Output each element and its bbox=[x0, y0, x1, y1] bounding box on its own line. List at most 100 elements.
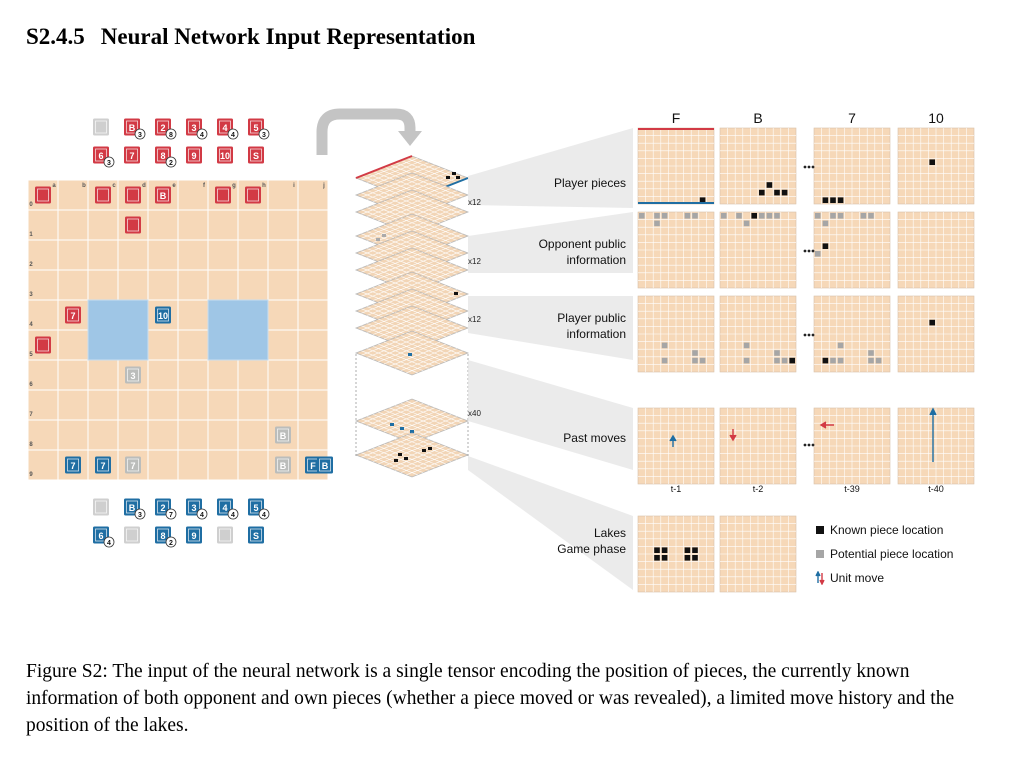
board-row-number: 9 bbox=[29, 472, 33, 478]
piece-frame bbox=[127, 458, 139, 472]
stack-count-opponent-public: x12 bbox=[468, 257, 481, 266]
past-move-t40 bbox=[897, 407, 975, 485]
count-badge bbox=[103, 156, 115, 168]
potential-cell bbox=[815, 251, 821, 257]
count-badge bbox=[196, 508, 208, 520]
layer-grid bbox=[406, 157, 463, 181]
layer-mark bbox=[390, 423, 394, 426]
potential-cell bbox=[743, 220, 750, 227]
layer-grid bbox=[400, 276, 457, 299]
layer-grid bbox=[389, 407, 446, 431]
layer-grid bbox=[383, 258, 441, 282]
layer-grid bbox=[400, 293, 457, 316]
board-column-letter: c bbox=[112, 183, 116, 189]
piece-frame bbox=[250, 120, 262, 134]
count-badge bbox=[258, 508, 270, 520]
player-public-7 bbox=[813, 295, 891, 373]
count-badge-label: 7 bbox=[169, 512, 173, 519]
piece-label: B bbox=[129, 503, 136, 513]
layer-grid bbox=[406, 191, 463, 215]
piece-body bbox=[125, 366, 141, 384]
ellipsis-dot bbox=[807, 333, 811, 337]
count-badge bbox=[165, 156, 177, 168]
piece-frame bbox=[157, 120, 169, 134]
red-piece bbox=[125, 186, 141, 204]
known-cell bbox=[684, 555, 691, 561]
piece-frame bbox=[219, 148, 231, 162]
legend-move-label: Unit move bbox=[830, 571, 885, 585]
count-badge-label: 8 bbox=[169, 132, 173, 139]
layer-grid bbox=[400, 194, 457, 217]
piece-label: 2 bbox=[160, 123, 165, 133]
piece-label: B bbox=[322, 461, 329, 471]
time-label-t1: t-1 bbox=[670, 484, 682, 494]
player-pieces-bomb bbox=[719, 127, 797, 205]
potential-cell bbox=[875, 357, 882, 364]
count-badge-label: 4 bbox=[231, 132, 235, 139]
layer-grid bbox=[389, 314, 446, 338]
potential-cell bbox=[661, 357, 668, 364]
layer-mark bbox=[456, 176, 460, 179]
label-opponent-public-1: Opponent public bbox=[538, 237, 626, 251]
potential-cell bbox=[684, 213, 691, 219]
layer-mark bbox=[382, 234, 386, 237]
piece-body bbox=[35, 186, 51, 204]
projection-funnel-3 bbox=[468, 296, 633, 360]
layer-grid bbox=[406, 400, 463, 424]
layer-grid bbox=[395, 312, 452, 335]
layer-grid bbox=[395, 196, 452, 219]
faded-piece: B bbox=[275, 426, 291, 444]
lake-2 bbox=[207, 299, 269, 361]
projection-funnel-4 bbox=[468, 360, 633, 470]
board-row-number: 1 bbox=[29, 232, 33, 238]
layer-grid bbox=[400, 218, 457, 241]
layer-grid bbox=[395, 346, 452, 369]
layer-grid bbox=[406, 232, 463, 256]
layer-grid bbox=[395, 179, 452, 202]
piece-frame bbox=[188, 528, 200, 542]
board-column-letter: h bbox=[262, 183, 266, 189]
piece-body bbox=[217, 146, 233, 164]
piece-label: 5 bbox=[253, 123, 258, 133]
known-cell bbox=[822, 243, 829, 249]
move-arrow-t40 bbox=[929, 407, 937, 462]
known-cell bbox=[661, 555, 668, 561]
piece-label: B bbox=[160, 191, 167, 201]
piece-frame bbox=[95, 120, 107, 134]
blue-piece: 7 bbox=[95, 456, 111, 474]
red-reserve-piece: B3 bbox=[124, 118, 146, 140]
board-column-letter: j bbox=[322, 183, 325, 189]
piece-frame bbox=[95, 148, 107, 162]
potential-cell bbox=[743, 357, 750, 364]
piece-label: 7 bbox=[70, 461, 75, 471]
red-piece bbox=[35, 336, 51, 354]
projection-funnel-5 bbox=[468, 456, 633, 590]
piece-label: 7 bbox=[70, 311, 75, 321]
piece-body bbox=[217, 526, 233, 544]
blue-reserve-piece bbox=[124, 526, 140, 544]
layer-grid bbox=[389, 256, 446, 280]
time-label-t2: t-2 bbox=[752, 484, 764, 494]
potential-cell bbox=[837, 213, 844, 219]
opponent-public-10 bbox=[897, 211, 975, 289]
input-layer-12 bbox=[354, 432, 470, 478]
ellipsis-dot bbox=[811, 443, 815, 447]
column-header-10: 10 bbox=[928, 110, 944, 126]
blue-reserve-piece bbox=[93, 498, 109, 516]
potential-cell bbox=[781, 357, 788, 364]
piece-frame bbox=[126, 148, 138, 162]
section-number: S2.4.5 bbox=[26, 24, 85, 49]
piece-frame bbox=[277, 428, 289, 442]
red-piece bbox=[35, 186, 51, 204]
label-player-public-1: Player public bbox=[557, 311, 626, 325]
potential-swatch bbox=[816, 550, 824, 558]
piece-label: 9 bbox=[191, 151, 196, 161]
known-cell bbox=[830, 197, 836, 203]
potential-cell bbox=[654, 220, 660, 227]
piece-frame bbox=[219, 500, 231, 514]
piece-label: 8 bbox=[160, 531, 165, 541]
time-label-t40: t-40 bbox=[928, 484, 944, 494]
label-opponent-public-2: information bbox=[566, 253, 626, 267]
layer-grid bbox=[383, 200, 441, 224]
known-cell bbox=[929, 159, 935, 165]
